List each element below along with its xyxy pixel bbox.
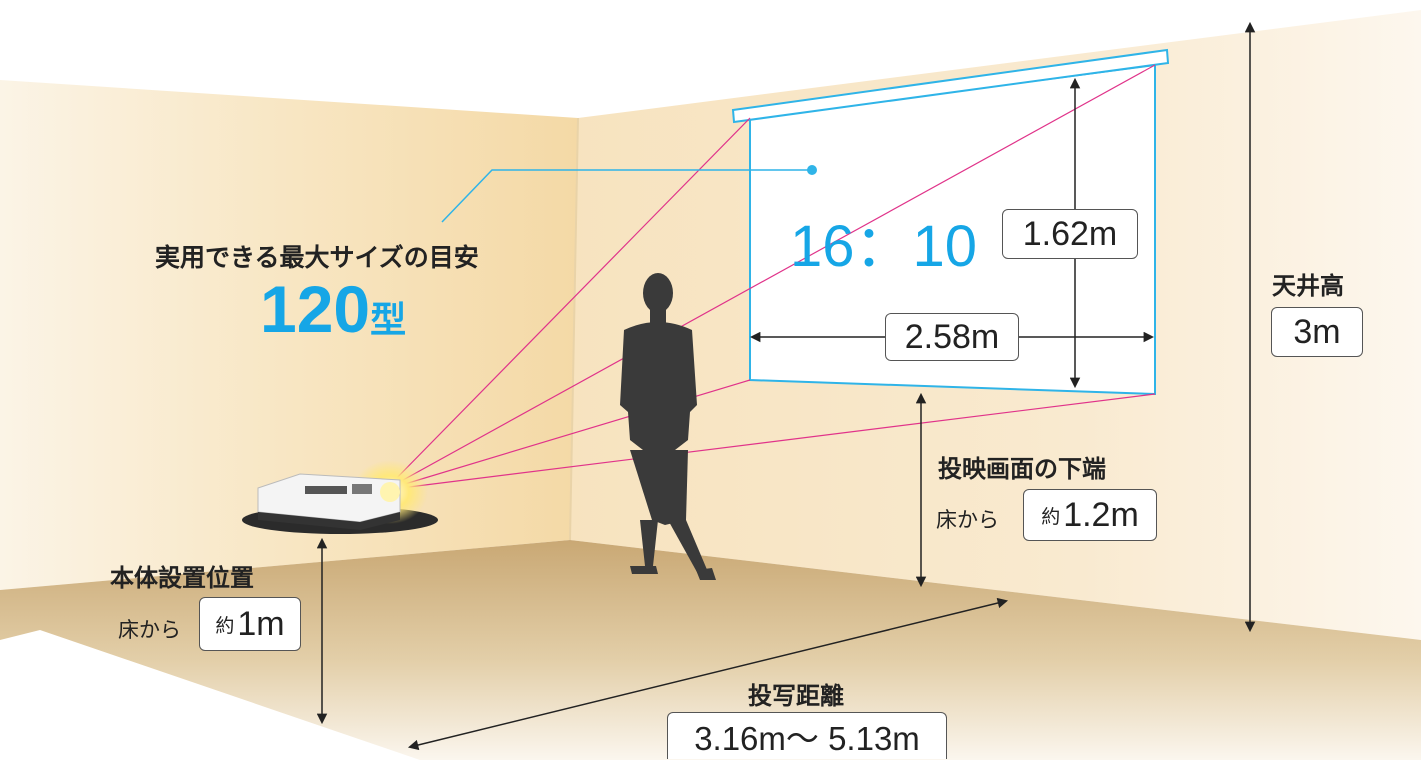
screen-bottom-prefix: 床から (936, 508, 999, 532)
approx-mark: 約 (215, 615, 235, 637)
ceiling-height-value: 3m (1271, 307, 1363, 357)
unit-position-number: 1m (237, 604, 285, 643)
unit-position-label: 本体設置位置 (110, 564, 254, 592)
screen-height-value: 1.62m (1002, 209, 1138, 259)
max-size-number: 120 (260, 272, 371, 346)
ceiling-height-label: 天井高 (1272, 272, 1344, 300)
screen-housing (731, 48, 1170, 124)
approx-mark: 約 (1041, 506, 1061, 528)
left-wall (0, 80, 578, 590)
throw-distance-label: 投写距離 (748, 682, 844, 710)
screen-width-value: 2.58m (885, 313, 1019, 361)
floor-foreground (0, 630, 420, 760)
callout-dot (807, 165, 817, 175)
unit-position-prefix: 床から (118, 618, 181, 642)
max-size-value: 120型 (260, 274, 406, 355)
projection-rays (384, 64, 1156, 491)
throw-distance-arrow (407, 597, 1009, 751)
person-silhouette (620, 273, 716, 580)
max-size-label: 実用できる最大サイズの目安 (155, 243, 479, 272)
screen-bottom-label: 投映画面の下端 (938, 455, 1106, 483)
size-callout-line (441, 169, 812, 223)
projector (242, 460, 438, 534)
room-corner (569, 117, 579, 541)
max-size-unit: 型 (370, 299, 407, 340)
aspect-ratio: 16：10 (790, 214, 978, 279)
throw-distance-value: 3.16m〜 5.13m (667, 712, 947, 759)
screen-bottom-number: 1.2m (1063, 495, 1139, 534)
